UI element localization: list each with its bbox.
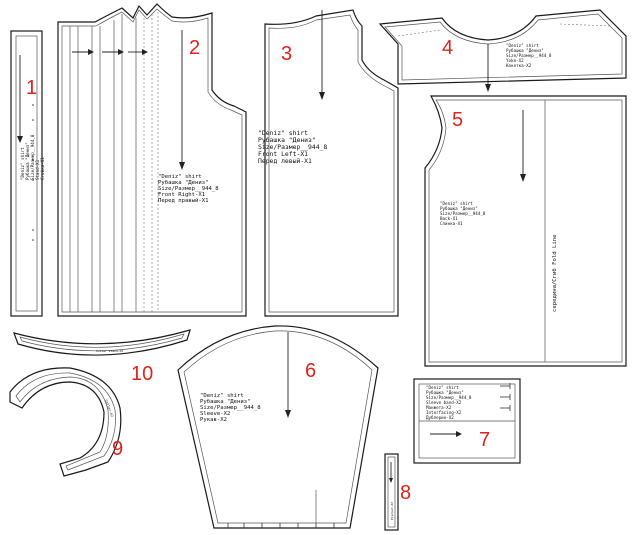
piece-collar: Collar-X2 9 (9, 367, 123, 477)
piece-9-seam (15, 372, 116, 471)
piece-1-outline (10, 30, 43, 317)
piece-4-seam (384, 13, 623, 81)
piece-1-notches (32, 104, 34, 241)
piece-8-label: Placket-X2 (390, 502, 394, 520)
piece-3-seam (268, 14, 395, 313)
piece-6-label: "Deniz" shirt Рубашка "Дениз" Size/Разме… (200, 393, 264, 423)
piece-1-number: 1 (26, 77, 37, 99)
piece-9-label: Collar-X2 (104, 399, 114, 418)
grain-arrow-2-head (179, 162, 185, 170)
piece-10-seam (19, 333, 185, 352)
piece-8-outline (384, 453, 399, 531)
grain-arrow-7-head (456, 431, 462, 437)
piece-7-outline (413, 378, 521, 464)
piece-1-label: "Deniz" shirt Рубашка "Дениз" Size/Разме… (20, 132, 45, 180)
piece-3-label: "Deniz" shirt Рубашка "Дениз" Size/Разме… (258, 129, 331, 165)
piece-yoke: "Deniz" shirt Рубашка "Дениз" Size/Разме… (378, 9, 627, 92)
piece-front-right: "Deniz" shirt Рубашка "Дениз" Size/Разме… (57, 3, 247, 317)
piece-6-hem-notches (227, 523, 335, 528)
piece-4-label: "Deniz" shirt Рубашка "Дениз" Size/Разме… (506, 43, 554, 68)
piece-collar-band: Collar stand-X2 10 (13, 329, 191, 385)
piece-back: "Deniz" shirt Рубашка "Дениз" Size/Разме… (424, 95, 627, 367)
piece-sleeve: "Deniz" shirt Рубашка "Дениз" Size/Разме… (177, 325, 379, 529)
piece-cuff: "Deniz" shirt Рубашка "Дениз" Size/Разме… (413, 378, 521, 464)
grain-arrow-8-head (389, 478, 393, 483)
piece-2-label: "Deniz" shirt Рубашка "Дениз" Size/Разме… (158, 174, 222, 204)
piece-8-seam (387, 456, 396, 528)
piece-3-outline (264, 9, 399, 317)
piece-7-buttonholes (500, 383, 511, 411)
piece-8-number: 8 (400, 482, 411, 504)
piece-2-number: 2 (189, 37, 200, 59)
grain-arrow-5-head (520, 174, 526, 182)
piece-9-outline (9, 367, 122, 477)
piece-9-number: 9 (112, 438, 123, 460)
piece-10-outline (13, 329, 191, 356)
piece-7-number: 7 (479, 429, 490, 451)
piece-2-pleat-arrows (72, 49, 148, 55)
piece-6-number: 6 (305, 360, 316, 382)
piece-7-label: "Deniz" shirt Рубашка "Дениз" Size/Разме… (426, 385, 474, 420)
piece-5-outline (424, 95, 627, 367)
piece-10-label: Collar stand-X2 (96, 349, 123, 353)
piece-3-number: 3 (281, 43, 292, 65)
piece-2-seam (61, 8, 243, 313)
grain-arrow-6-head (285, 410, 291, 418)
piece-4-outline (378, 9, 627, 85)
grain-arrow-1-head (17, 136, 23, 143)
piece-4-dash-left (397, 29, 441, 37)
piece-collar-stand-strip: "Deniz" shirt Рубашка "Дениз" Size/Разме… (10, 30, 45, 317)
piece-front-left: "Deniz" shirt Рубашка "Дениз" Size/Разме… (258, 9, 399, 317)
piece-4-number: 4 (442, 37, 453, 59)
piece-1-seam (15, 35, 38, 312)
piece-6-outline (177, 325, 379, 529)
grain-arrow-4-head (485, 84, 491, 92)
piece-placket: Placket-X2 8 (384, 453, 411, 531)
piece-2-outline (57, 3, 247, 317)
piece-5-seam (428, 99, 623, 363)
piece-2-pleat-lines (69, 12, 159, 312)
piece-6-seam (183, 330, 373, 524)
fold-line-label: середина/Сгиб Fold Line (551, 234, 558, 312)
piece-4-dash-right (559, 23, 611, 27)
piece-5-label: "Deniz" shirt Рубашка "Дениз" Size/Разме… (440, 201, 488, 226)
piece-5-number: 5 (452, 109, 463, 131)
grain-arrow-3-head (319, 92, 325, 100)
piece-10-number: 10 (131, 363, 153, 385)
